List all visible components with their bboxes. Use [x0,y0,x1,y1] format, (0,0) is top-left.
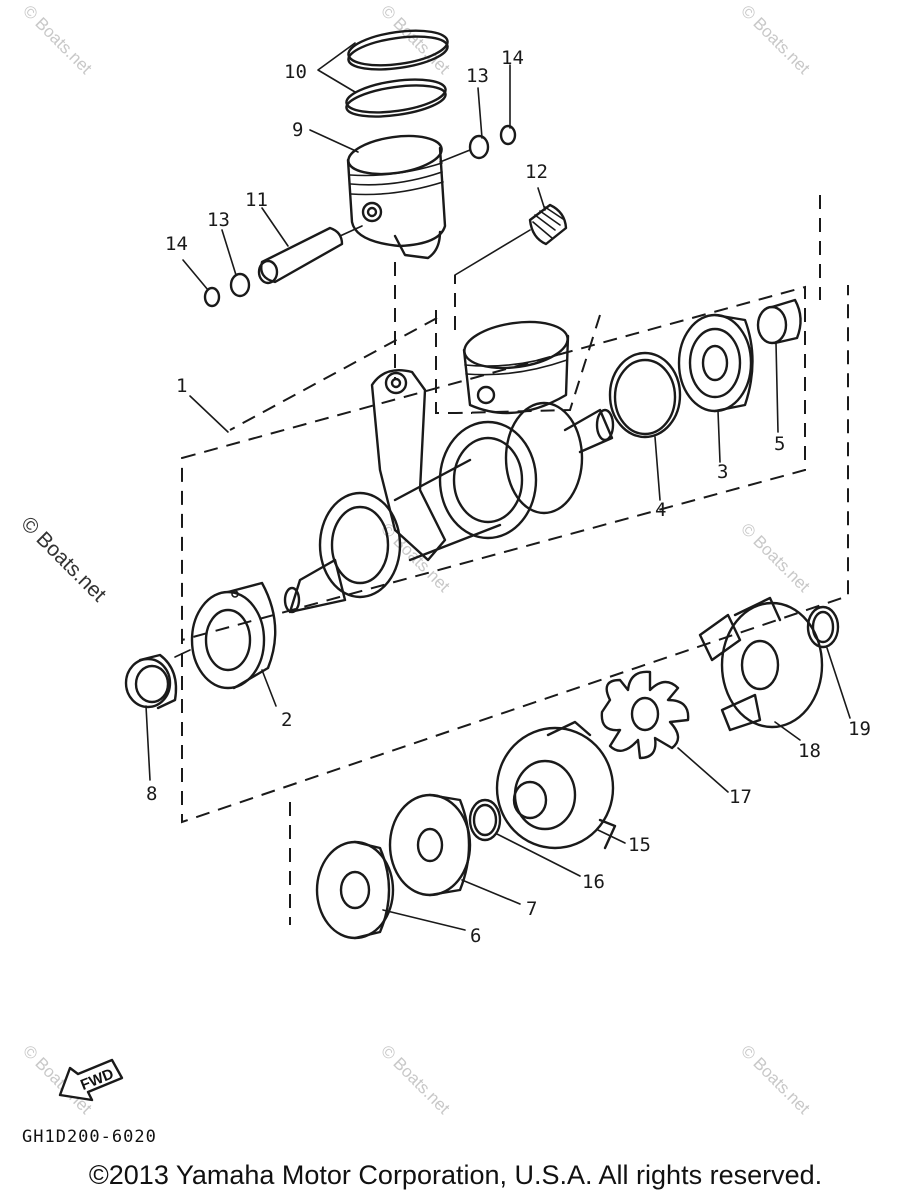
part-label-2: 2 [281,709,292,731]
part-label-9: 9 [292,119,303,141]
lower-group-outline [181,285,849,925]
part-label-14: 14 [501,47,524,69]
crankshaft-assembly-outline [181,285,806,642]
part-label-12: 12 [525,161,548,183]
assembly-outline [181,195,849,925]
watermark-prominent: © Boats.net [16,512,110,606]
forward-direction-arrow: FWD [58,1058,124,1102]
coupling [698,596,824,732]
part-label-13: 13 [207,209,230,231]
flange [388,793,472,897]
fwd-label: FWD [78,1065,116,1094]
piston [346,134,447,260]
part-label-13: 13 [466,65,489,87]
part-label-18: 18 [798,740,821,762]
watermark: © Boats.net [377,1041,454,1118]
part-label-1: 1 [176,375,187,397]
part-label-19: 19 [848,718,871,740]
piston-pin-clips-left [203,272,251,308]
piston-rings [345,29,449,118]
part-label-7: 7 [526,898,537,920]
collar [756,298,802,345]
retaining-ring [608,351,682,439]
part-label-16: 16 [582,871,605,893]
part-label-10: 10 [284,61,307,83]
part-labels: 10 9 13 14 12 11 13 14 1 5 3 4 2 19 18 8… [146,47,871,947]
shim [806,605,840,649]
piston-pin-clips-right [439,124,517,163]
part-label-11: 11 [245,189,268,211]
part-label-14: 14 [165,233,188,255]
piston-link-outline [394,262,456,380]
leader-lines [145,42,851,931]
part-label-15: 15 [628,834,651,856]
oil-seal [124,653,178,710]
watermark: © Boats.net [737,519,814,596]
watermark: © Boats.net [19,1,96,78]
part-label-8: 8 [146,783,157,805]
drive-coupling [495,720,617,850]
watermark: © Boats.net [737,1041,814,1118]
part-label-5: 5 [774,433,785,455]
part-label-3: 3 [717,461,728,483]
damper [600,670,690,760]
part-label-6: 6 [470,925,481,947]
part-label-17: 17 [729,786,752,808]
watermark: © Boats.net [737,1,814,78]
crankshaft [283,320,615,614]
part-label-4: 4 [655,499,666,521]
needle-bearing [454,203,568,276]
piston-pin [257,225,363,285]
copyright-notice: ©2013 Yamaha Motor Corporation, U.S.A. A… [88,1160,823,1190]
main-bearing-right [677,313,754,413]
washer [315,840,395,940]
drawing-code: GH1D200-6020 [22,1127,157,1147]
o-ring [468,798,502,842]
piston-outline [229,195,821,431]
main-bearing-left [174,581,277,690]
